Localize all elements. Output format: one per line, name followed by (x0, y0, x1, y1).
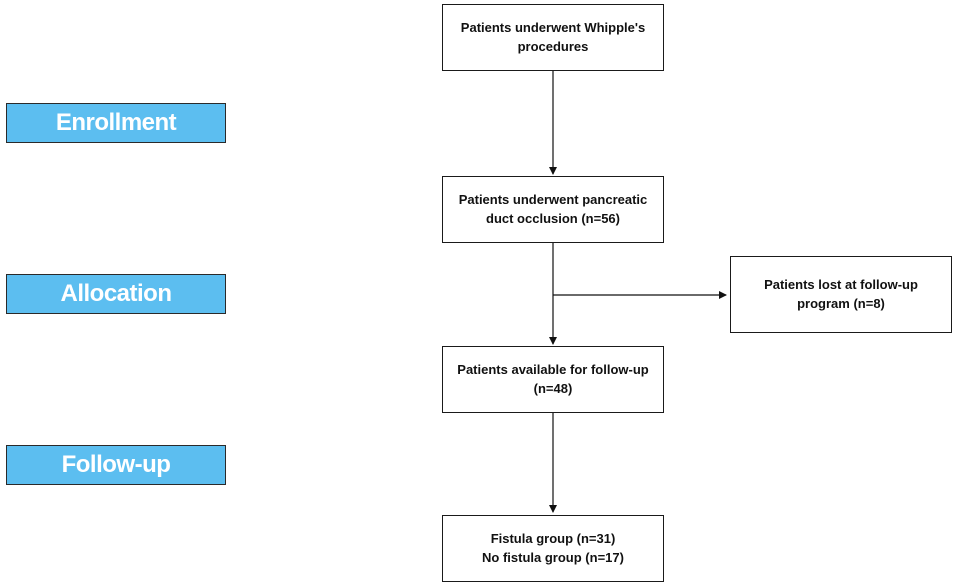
box-duct-occlusion: Patients underwent pancreatic duct occlu… (442, 176, 664, 243)
box-available-follow-up: Patients available for follow-up (n=48) (442, 346, 664, 413)
stage-label-enrollment: Enrollment (6, 103, 226, 143)
box-groups-line1: Fistula group (n=31) (490, 530, 616, 546)
box-whipple-line2: procedures (517, 38, 589, 54)
box-occlusion-line1: Patients underwent pancreatic (458, 191, 648, 207)
box-groups-line2: No fistula group (n=17) (482, 549, 624, 565)
box-whipple-procedures: Patients underwent Whipple's procedures (442, 4, 664, 71)
box-fistula-groups: Fistula group (n=31) No fistula group (n… (442, 515, 664, 582)
box-available-line2: (n=48) (533, 380, 573, 396)
box-lost-line1: Patients lost at follow-up (764, 276, 918, 292)
box-lost-follow-up: Patients lost at follow-up program (n=8) (730, 256, 952, 333)
box-lost-line2: program (n=8) (797, 295, 885, 311)
stage-label-allocation: Allocation (6, 274, 226, 314)
box-available-line1: Patients available for follow-up (457, 361, 649, 377)
box-occlusion-line2: duct occlusion (n=56) (486, 210, 620, 226)
stage-label-follow-up: Follow-up (6, 445, 226, 485)
box-whipple-line1: Patients underwent Whipple's (460, 19, 646, 35)
